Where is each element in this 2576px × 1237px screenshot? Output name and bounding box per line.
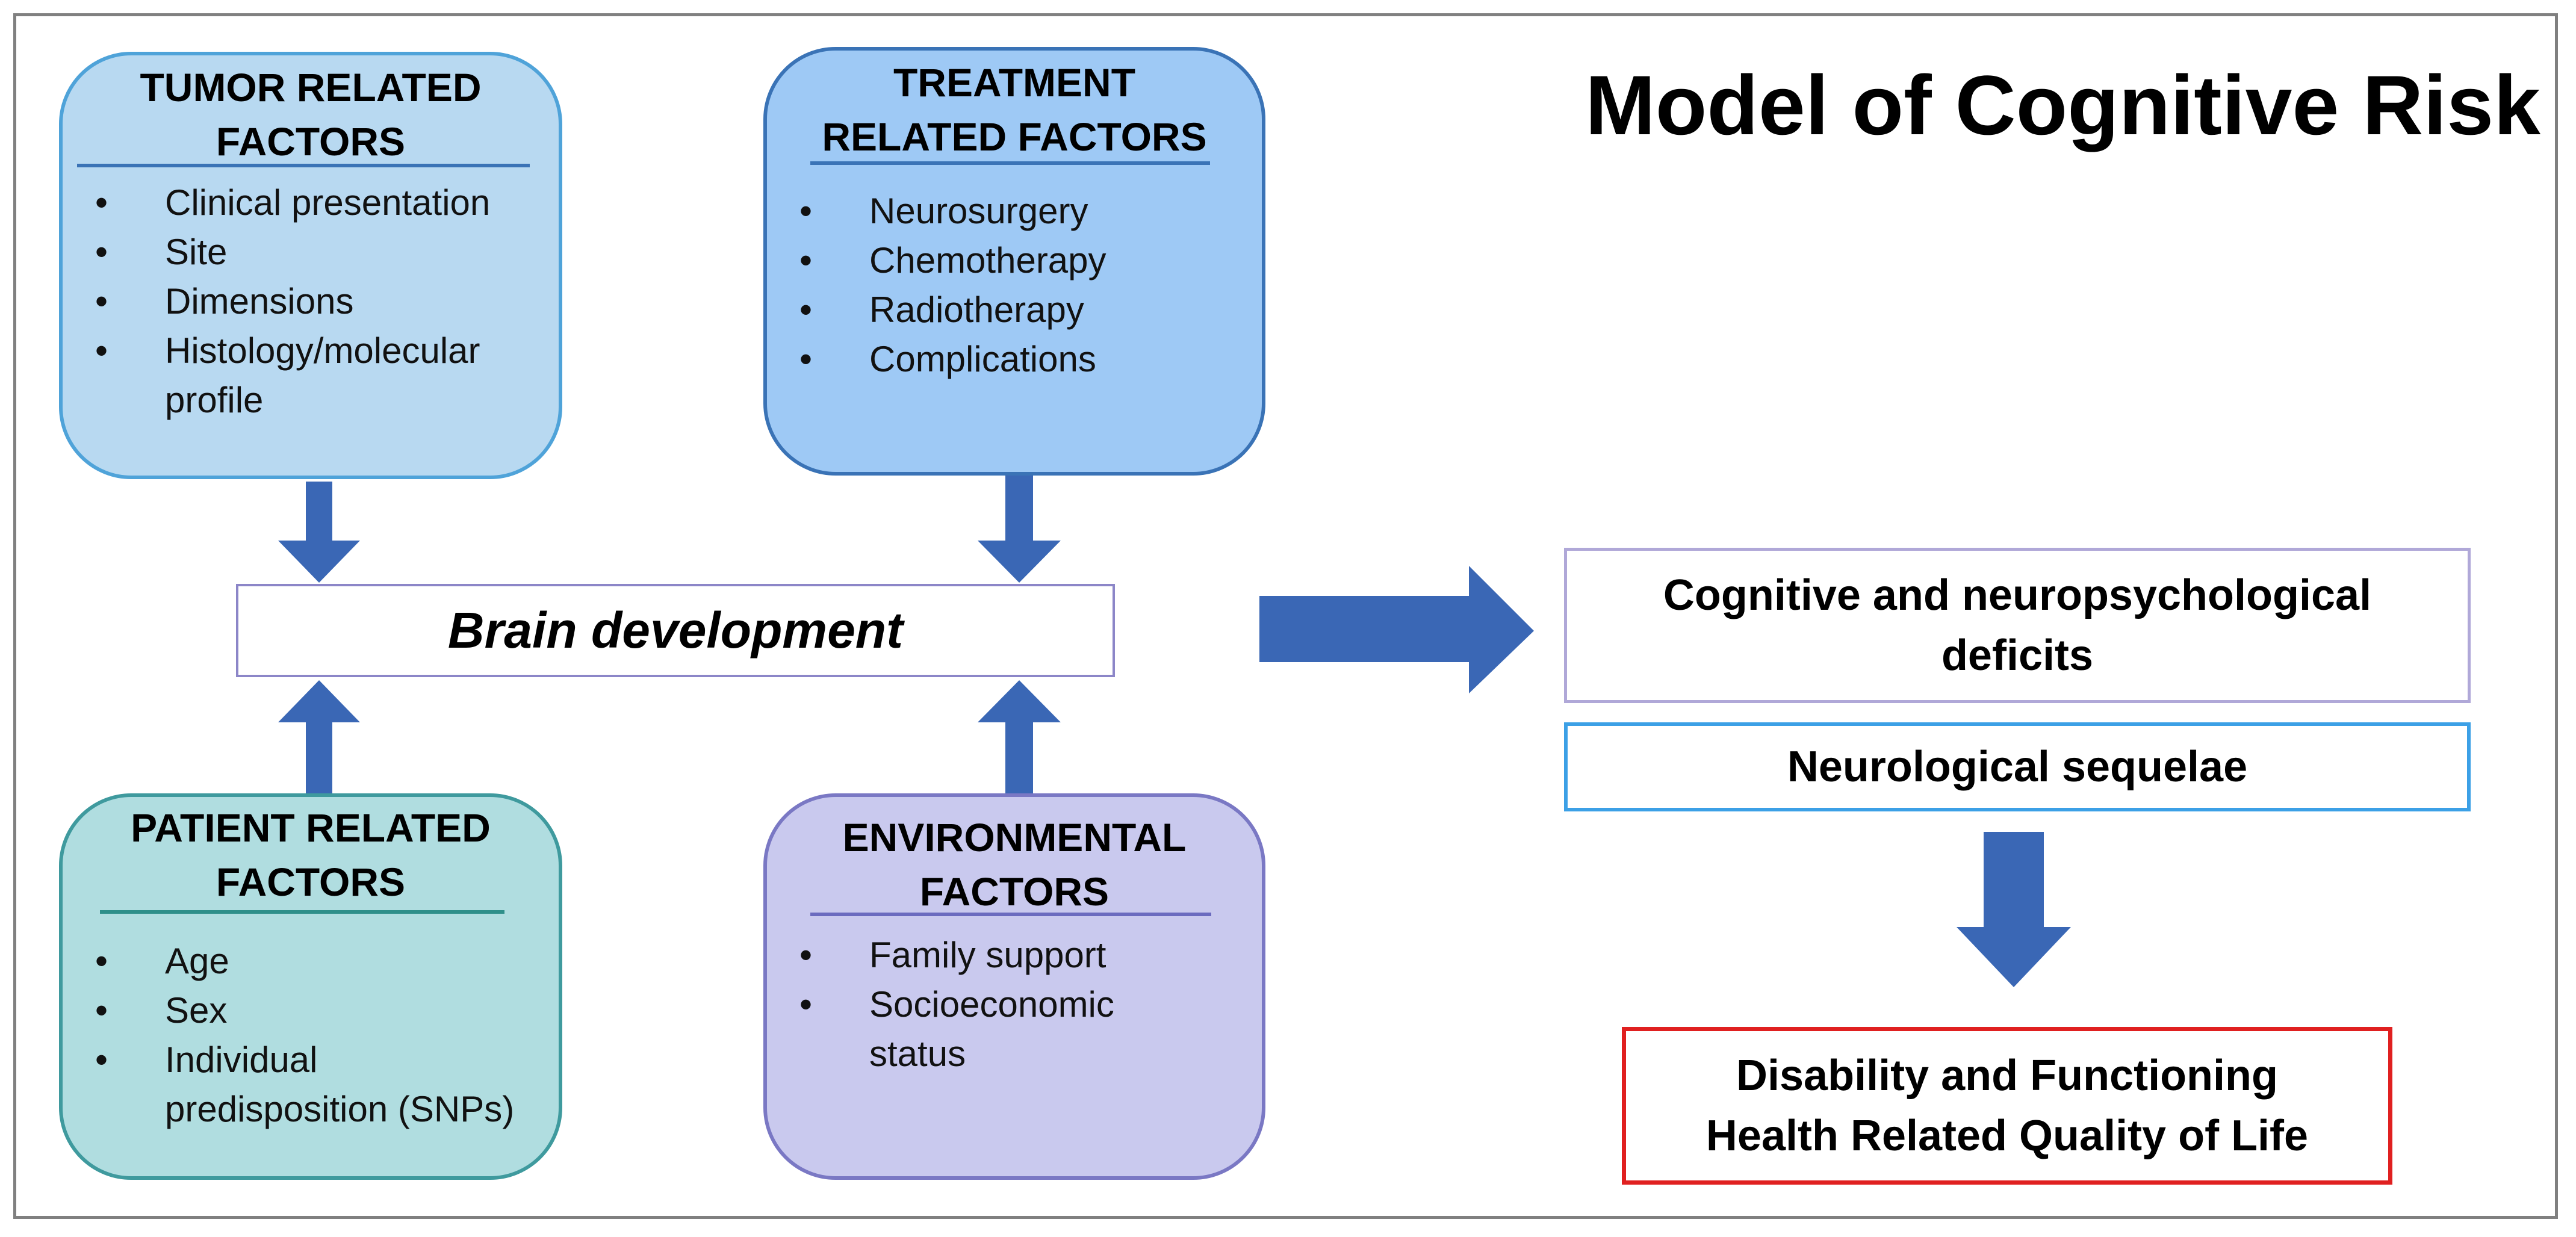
- list-item: Dimensions: [59, 277, 562, 326]
- list-item: Chemotherapy: [763, 236, 1265, 285]
- cognitive-deficits-line-1: Cognitive and neuropsychological: [1663, 571, 2372, 619]
- list-item: Site: [59, 228, 562, 277]
- list-item: Socioeconomic: [763, 980, 1265, 1029]
- disability-quality-of-life-box: Disability and Functioning Health Relate…: [1622, 1027, 2392, 1185]
- tumor-factors-list: Clinical presentation Site Dimensions Hi…: [59, 178, 562, 425]
- treatment-factors-list: Neurosurgery Chemotherapy Radiotherapy C…: [763, 187, 1265, 384]
- list-item: Complications: [763, 335, 1265, 384]
- list-item: Family support: [763, 931, 1265, 980]
- list-item: Sex: [59, 986, 562, 1035]
- patient-factors-list: Age Sex Individual predisposition (SNPs): [59, 937, 562, 1134]
- list-item: Clinical presentation: [59, 178, 562, 228]
- tumor-header-line-1: TUMOR RELATED: [140, 65, 482, 110]
- tumor-header-underline: [77, 164, 530, 167]
- arrow-treatment-to-brain: [978, 476, 1061, 583]
- list-item: Histology/molecular: [59, 326, 562, 376]
- arrow-brain-to-outcomes: [1259, 566, 1534, 693]
- list-item: Neurosurgery: [763, 187, 1265, 236]
- arrow-tumor-to-brain: [278, 482, 360, 583]
- environmental-header-underline: [810, 913, 1211, 916]
- patient-header-underline: [100, 910, 504, 914]
- disability-line-1: Disability and Functioning: [1736, 1052, 2278, 1100]
- treatment-header-underline: [810, 161, 1210, 165]
- tumor-header-line-2: FACTORS: [216, 119, 406, 164]
- patient-factors-header: PATIENT RELATED FACTORS: [59, 801, 562, 909]
- page-title: Model of Cognitive Risk: [1585, 58, 2540, 152]
- arrow-outcomes-to-disability: [1957, 832, 2071, 987]
- list-item-continuation: profile: [165, 380, 264, 420]
- patient-header-line-1: PATIENT RELATED: [131, 805, 491, 850]
- list-item-continuation: predisposition (SNPs): [165, 1089, 515, 1129]
- treatment-header-line-2: RELATED FACTORS: [822, 114, 1207, 159]
- disability-line-2: Health Related Quality of Life: [1705, 1112, 2309, 1160]
- cognitive-deficits-line-2: deficits: [1941, 631, 2094, 680]
- patient-header-line-2: FACTORS: [216, 860, 406, 904]
- brain-development-box: Brain development: [236, 584, 1115, 677]
- diagram-frame: [13, 13, 2558, 1219]
- cognitive-deficits-box: Cognitive and neuropsychological deficit…: [1564, 548, 2471, 703]
- treatment-factors-header: TREATMENT RELATED FACTORS: [763, 55, 1265, 164]
- arrow-environmental-to-brain: [978, 680, 1061, 793]
- environmental-header-line-2: FACTORS: [919, 869, 1110, 914]
- environmental-factors-header: ENVIRONMENTAL FACTORS: [763, 810, 1265, 919]
- environmental-header-line-1: ENVIRONMENTAL: [842, 815, 1187, 860]
- list-item: Radiotherapy: [763, 285, 1265, 335]
- list-item: Individual: [59, 1035, 562, 1085]
- list-item-continuation: status: [869, 1034, 966, 1074]
- environmental-factors-list: Family support Socioeconomic status: [763, 931, 1265, 1079]
- list-item: Age: [59, 937, 562, 986]
- tumor-factors-header: TUMOR RELATED FACTORS: [59, 60, 562, 169]
- arrow-patient-to-brain: [278, 680, 360, 793]
- neurological-sequelae-box: Neurological sequelae: [1564, 722, 2471, 811]
- treatment-header-line-1: TREATMENT: [893, 60, 1136, 105]
